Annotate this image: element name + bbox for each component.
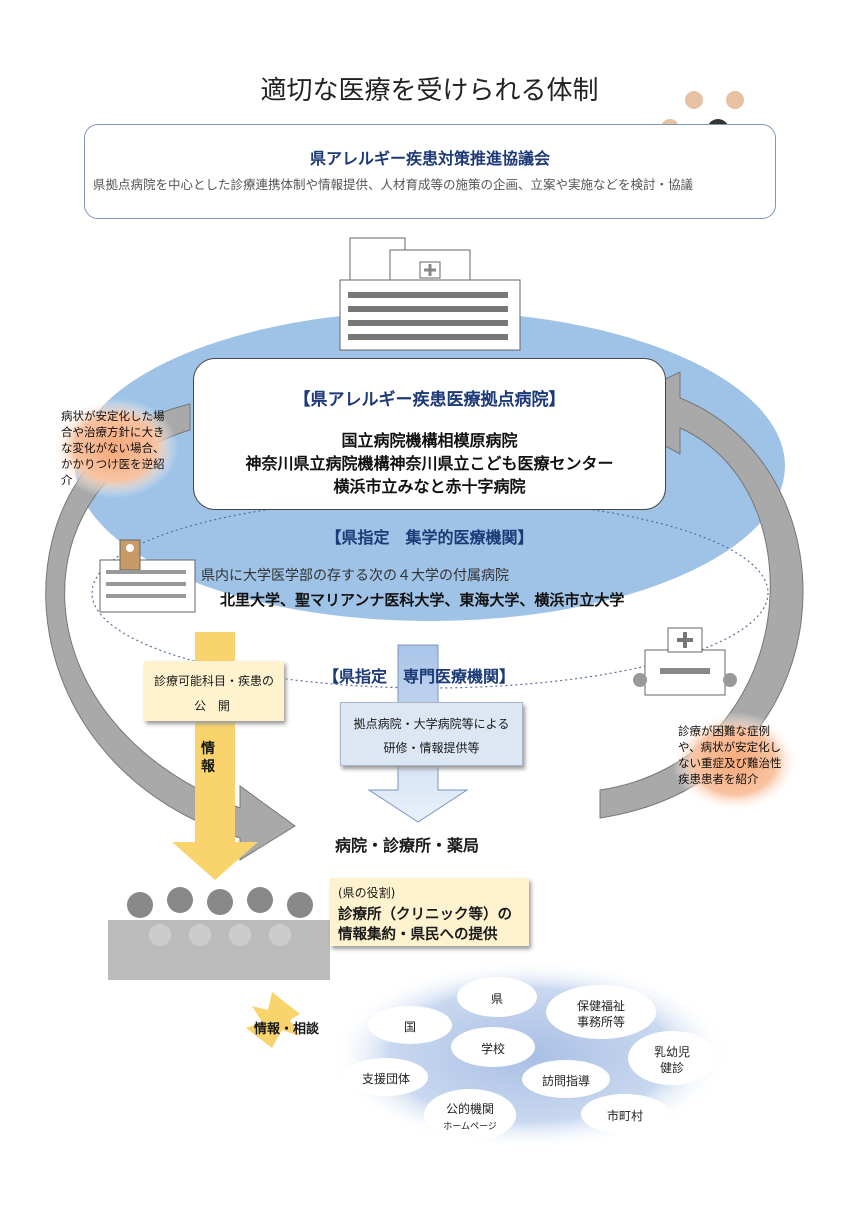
disclose-line-2: 公 開 (194, 699, 234, 713)
council-box: 県アレルギー疾患対策推進協議会 県拠点病院を中心とした診療連携体制や情報提供、人… (84, 124, 776, 219)
citizens-group-icon (108, 887, 330, 980)
hub-hospital-box: 【県アレルギー疾患医療拠点病院】 国立病院機構相模原病院 神奈川県立病院機構神奈… (193, 358, 666, 510)
cloud-bubbles (344, 977, 716, 1141)
info-arrow (172, 632, 258, 880)
hospital-building-icon (339, 237, 521, 351)
role-line-2: 診療所（クリニック等）の (338, 907, 512, 923)
university-building-icon (99, 539, 196, 613)
consult-label: 情報・相談 (254, 1022, 320, 1037)
note-right: 診療が困難な症例や、病状が安定化しない重症及び難治性疾患患者を紹介 (678, 724, 782, 786)
note-right-blob (672, 712, 798, 812)
university-description: 県内に大学医学部の存する次の４大学の付属病院 (201, 568, 509, 584)
training-line-2: 研修・情報提供等 (383, 741, 480, 755)
bubble-visit: 訪問指導 (541, 1074, 590, 1088)
info-label: 情報 (201, 741, 215, 775)
bubble-city: 市町村 (606, 1109, 643, 1123)
training-box: 拠点病院・大学病院等による 研修・情報提供等 (340, 702, 523, 766)
bubble-public-1: 公的機関 (445, 1102, 494, 1116)
bubble-infant-1: 乳幼児 (653, 1045, 690, 1059)
clinic-building-icon (633, 627, 737, 696)
bubble-prefecture: 県 (490, 992, 503, 1006)
bubble-infant-2: 健診 (659, 1061, 684, 1075)
disclose-box: 診療可能科目・疾患の 公 開 (144, 661, 284, 721)
role-line-1: (県の役割) (338, 886, 396, 900)
bubble-support: 支援団体 (361, 1072, 410, 1086)
page-title: 適切な医療を受けられる体制 (260, 76, 599, 106)
specialist-title: 【県指定 専門医療機関】 (323, 667, 516, 686)
council-title: 県アレルギー疾患対策推進協議会 (309, 149, 550, 168)
note-left-blob (52, 398, 178, 498)
hub-hospital-2: 神奈川県立病院機構神奈川県立こども医療センター (245, 454, 614, 473)
disclose-line-1: 診療可能科目・疾患の (153, 674, 274, 688)
consult-arrow (246, 992, 300, 1048)
hub-title: 【県アレルギー疾患医療拠点病院】 (293, 390, 566, 410)
prefecture-role-box: (県の役割) 診療所（クリニック等）の 情報集約・県民への提供 (330, 878, 529, 946)
facilities-label: 病院・診療所・薬局 (335, 836, 480, 855)
bubble-health-office-1: 保健福祉 (576, 999, 625, 1013)
bubble-public-2: ホームページ (443, 1122, 497, 1132)
bubble-nation: 国 (403, 1020, 416, 1034)
bubble-health-office-2: 事務所等 (576, 1015, 625, 1029)
university-list: 北里大学、聖マリアンナ医科大学、東海大学、横浜市立大学 (220, 591, 625, 609)
university-title: 【県指定 集学的医療機関】 (325, 528, 534, 547)
bubble-school: 学校 (480, 1042, 505, 1056)
training-line-1: 拠点病院・大学病院等による (353, 717, 510, 731)
hub-hospital-1: 国立病院機構相模原病院 (341, 431, 518, 450)
role-line-3: 情報集約・県民への提供 (338, 927, 498, 943)
note-left: 病状が安定化した場合や治療方針に大きな変化がない場合、かかりつけ医を逆紹介 (61, 409, 165, 487)
hub-hospital-3: 横浜市立みなと赤十字病院 (333, 477, 526, 496)
council-description: 県拠点病院を中心とした診療連携体制や情報提供、人材育成等の施策の企画、立案や実施… (93, 177, 694, 192)
